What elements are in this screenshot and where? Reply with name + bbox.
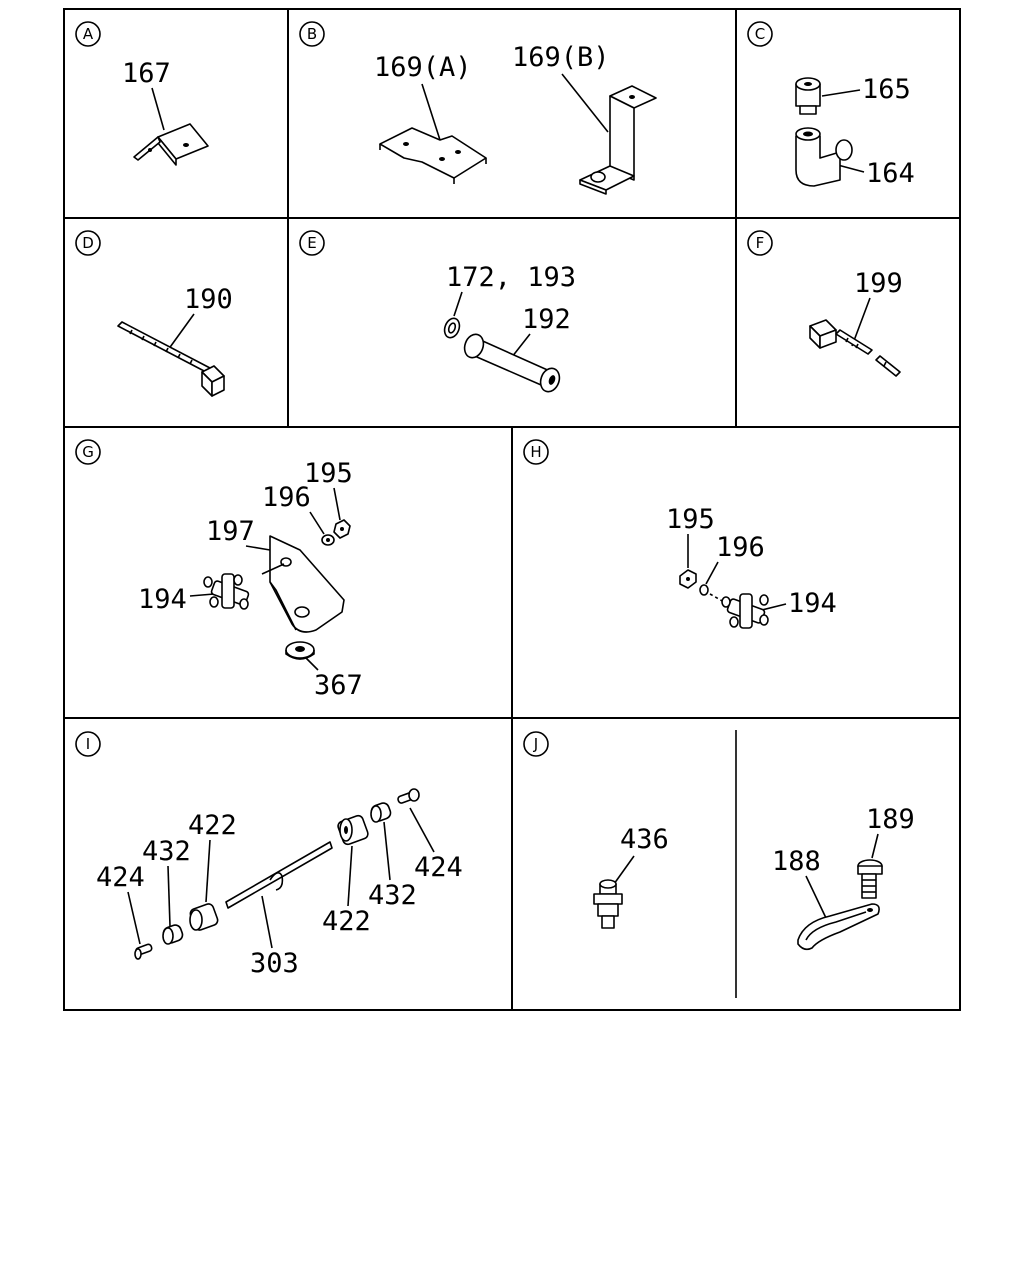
part-167-bracket [133, 123, 209, 166]
svg-text:B: B [307, 25, 317, 43]
part-189-bolt [857, 859, 883, 899]
callout-194-h: 194 [788, 588, 837, 619]
panel-letter-e: E [299, 230, 325, 256]
callout-195-h: 195 [666, 504, 715, 535]
panel-grid [63, 8, 961, 1011]
callout-196-g: 196 [262, 482, 311, 513]
panel-b: B 169(A) 169(B) [299, 21, 657, 195]
part-432-bushing-right [370, 802, 392, 823]
callout-422-right: 422 [322, 906, 371, 937]
part-195-nut-h [679, 569, 697, 589]
part-195-nut-g [333, 519, 351, 539]
panel-c: C 165 164 [747, 21, 915, 189]
callout-169a: 169(A) [374, 52, 472, 83]
callout-432-right: 432 [368, 880, 417, 911]
panel-letter-i: I [75, 731, 101, 757]
panel-h: H 195 196 194 [523, 439, 837, 629]
callout-188: 188 [772, 846, 821, 877]
callout-197: 197 [206, 516, 255, 547]
panel-letter-f: F [747, 230, 773, 256]
part-303-rod [225, 841, 333, 909]
panel-letter-b: B [299, 21, 325, 47]
part-422-nut-right [337, 814, 369, 846]
part-169a-plate [379, 127, 487, 184]
callout-164: 164 [866, 158, 915, 189]
callout-190: 190 [184, 284, 233, 315]
panel-g: G 195 196 197 194 [75, 439, 363, 701]
svg-text:F: F [756, 234, 765, 252]
callout-165: 165 [862, 74, 911, 105]
part-197-bracket [261, 535, 345, 633]
part-424-pin-right [397, 788, 420, 804]
svg-text:G: G [82, 443, 94, 461]
panel-letter-a: A [75, 21, 101, 47]
part-432-bushing-left [162, 924, 184, 945]
part-367-washer [285, 641, 315, 660]
part-196-washer-h [699, 584, 725, 603]
callout-422-left: 422 [188, 810, 237, 841]
svg-text:A: A [83, 25, 94, 43]
callout-194-g: 194 [138, 584, 187, 615]
svg-text:C: C [755, 25, 765, 43]
callout-424-left: 424 [96, 862, 145, 893]
part-196-washer-g [321, 534, 335, 546]
callout-172-193: 172, 193 [446, 262, 576, 293]
panel-d: D 190 [75, 230, 233, 397]
callout-169b: 169(B) [512, 42, 610, 73]
panel-letter-d: D [75, 230, 101, 256]
callout-432-left: 432 [142, 836, 191, 867]
svg-text:D: D [82, 234, 94, 252]
callout-367: 367 [314, 670, 363, 701]
svg-text:H: H [530, 443, 541, 461]
svg-text:J: J [533, 735, 538, 753]
part-422-nut-left [189, 903, 219, 931]
callout-424-right: 424 [414, 852, 463, 883]
callout-303: 303 [250, 948, 299, 979]
panel-f: F 199 [747, 230, 903, 377]
part-164-elbow [795, 127, 853, 187]
panel-a: A 167 [75, 21, 209, 166]
callout-167: 167 [122, 58, 171, 89]
callout-436: 436 [620, 824, 669, 855]
part-188-clip [797, 903, 880, 951]
callout-195-g: 195 [304, 458, 353, 489]
panel-e: E 172, 193 192 [299, 230, 576, 393]
svg-text:I: I [86, 735, 90, 753]
panel-letter-j: J [523, 731, 549, 757]
panel-j: J 436 189 188 [523, 731, 915, 951]
svg-text:E: E [307, 234, 316, 252]
callout-189: 189 [866, 804, 915, 835]
panel-letter-g: G [75, 439, 101, 465]
callout-196-h: 196 [716, 532, 765, 563]
callout-199: 199 [854, 268, 903, 299]
callout-192: 192 [522, 304, 571, 335]
part-165-fitting [795, 77, 821, 115]
part-424-pin-left [134, 943, 153, 960]
part-436-fitting [593, 879, 623, 929]
panel-letter-h: H [523, 439, 549, 465]
part-194-tee-h [721, 593, 769, 629]
part-192-spacer [463, 333, 561, 393]
part-169b-bracket [579, 85, 657, 195]
part-190-cable-tie [117, 321, 225, 397]
panel-letter-c: C [747, 21, 773, 47]
part-172-washer [443, 317, 461, 339]
part-199-cable-tie [809, 319, 901, 377]
part-194-tee-g [203, 573, 250, 610]
panel-i: I 422 432 424 303 422 [75, 731, 463, 979]
